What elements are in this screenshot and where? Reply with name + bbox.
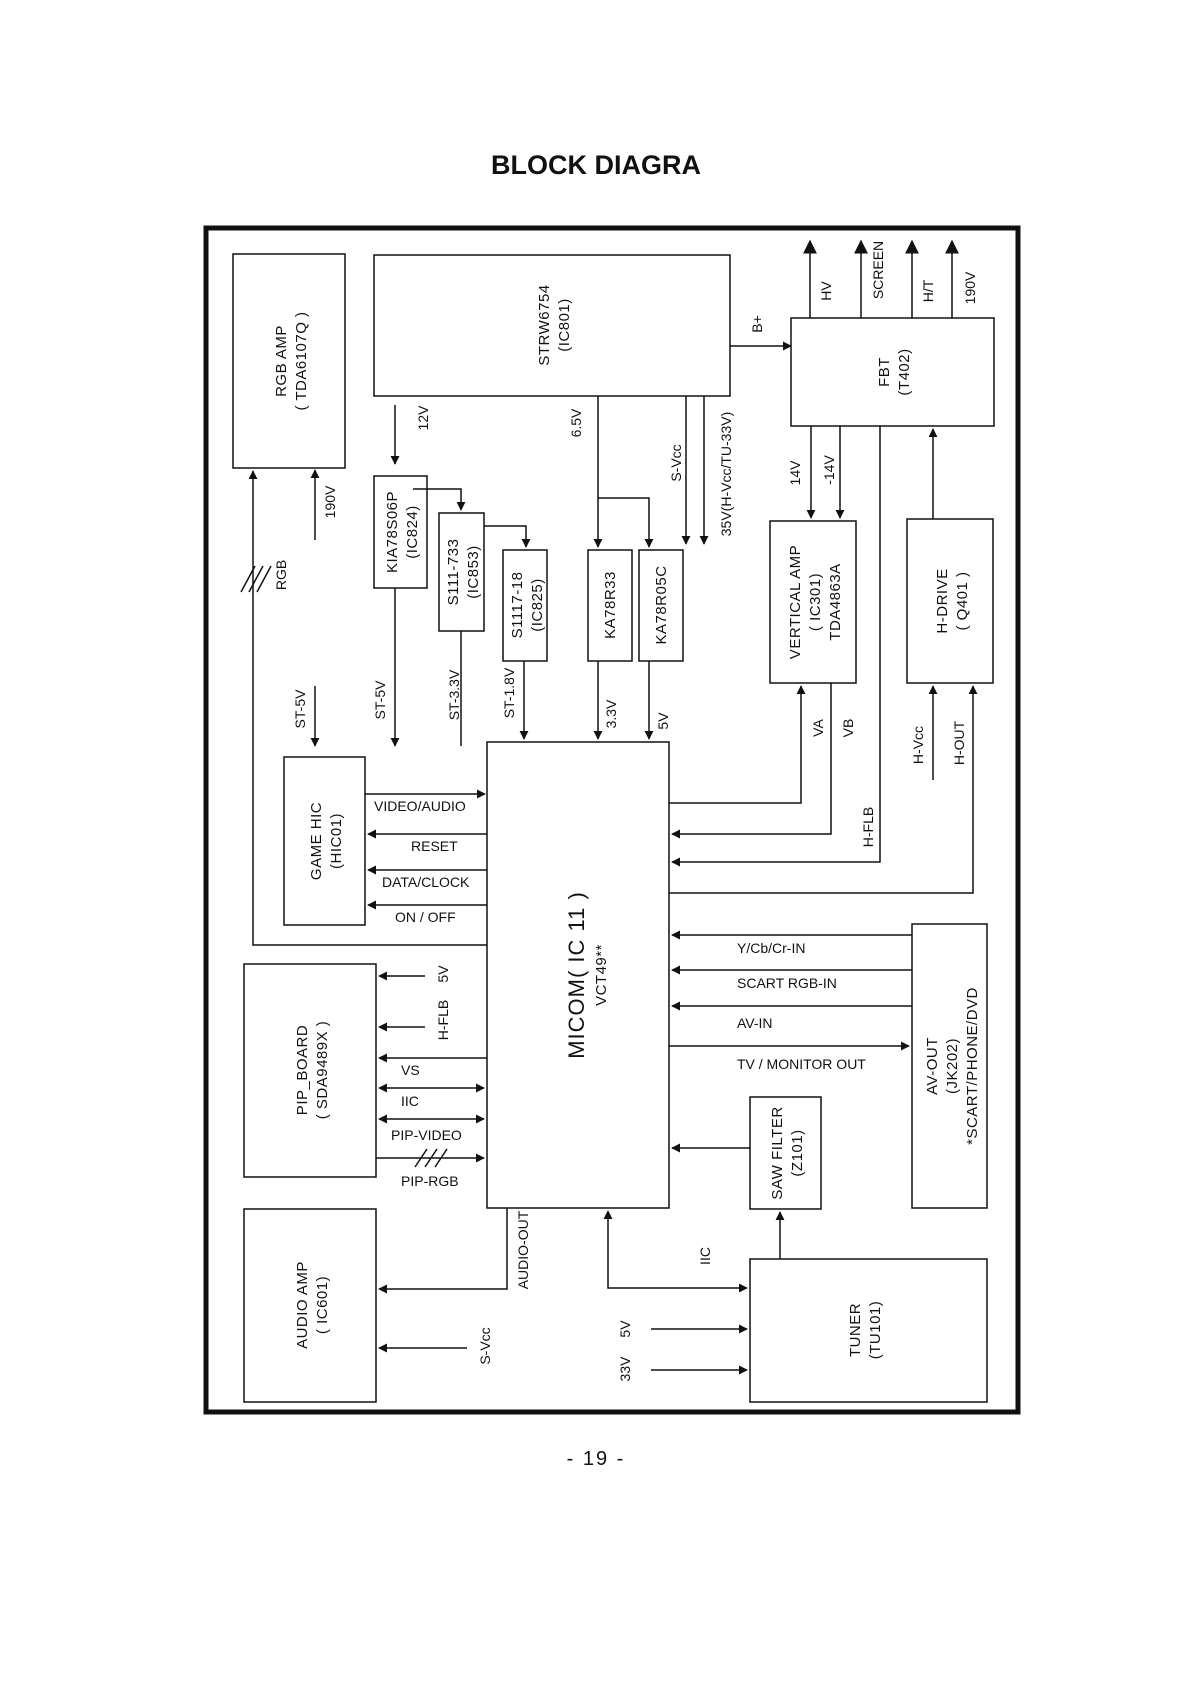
micom-block (486, 741, 670, 1209)
h-flb-label: H-FLB (860, 807, 876, 847)
kia78s06p-block (373, 475, 428, 589)
screen-label: SCREEN (870, 241, 886, 299)
st-5v-label: ST-5V (372, 680, 388, 720)
6-5v-label: 6.5V (568, 408, 584, 437)
hv-label: HV (818, 281, 834, 301)
av-out-block (911, 923, 988, 1209)
diagram-frame (203, 225, 1021, 1415)
page-number: - 19 - (566, 1448, 626, 1470)
tuner-5v-label: 5V (617, 1320, 633, 1338)
12v-label: 12V (415, 405, 431, 431)
pip-h-flb-label: H-FLB (435, 1000, 451, 1040)
h-drive-block (906, 518, 994, 684)
saw-filter-block (749, 1096, 822, 1210)
ka78r05c-block (638, 549, 684, 662)
5v-label: 5V (655, 712, 671, 730)
pip-board-label: PIP_BOARD( SDA9489X ) (294, 1021, 331, 1120)
iic-pip-label: IIC (401, 1093, 419, 1109)
h-out-label: H-OUT (951, 720, 967, 765)
video-audio-label: VIDEO/AUDIO (374, 798, 466, 814)
vertical-amp-block (769, 520, 857, 684)
tuner-block (749, 1258, 988, 1403)
3-3v-label: 3.3V (603, 699, 619, 728)
tuner-label: TUNER(TU101) (847, 1301, 884, 1360)
h-drive-label: H-DRIVE( Q401 ) (934, 568, 971, 633)
s-vcc-bottom-label: S-Vcc (477, 1327, 493, 1364)
pip-rgb-label: PIP-RGB (401, 1173, 459, 1189)
ht-label: H/T (920, 279, 936, 302)
audio-out-label: AUDIO-OUT (515, 1210, 531, 1289)
reset-label: RESET (411, 838, 458, 854)
tuner-33v-label: 33V (617, 1356, 633, 1382)
ka78r05c-label: KA78R05C (653, 565, 670, 644)
game-hic-block (283, 756, 366, 926)
st-5v-game-label: ST-5V (292, 689, 308, 729)
strw6754-block (373, 254, 731, 397)
page-title: BLOCK DIAGRA (491, 150, 701, 180)
scart-rgb-in-label: SCART RGB-IN (737, 975, 837, 991)
ka78r33-label: KA78R33 (602, 571, 619, 639)
vs-label: VS (401, 1062, 420, 1078)
on-off-label: ON / OFF (395, 909, 456, 925)
rgb-label: RGB (273, 560, 289, 590)
audio-amp-label: AUDIO AMP( IC601) (294, 1261, 331, 1349)
pip-5v-label: 5V (435, 965, 451, 983)
ka78r33-block (587, 549, 633, 662)
tv-monitor-out-label: TV / MONITOR OUT (737, 1056, 866, 1072)
rgb-amp-block (232, 253, 346, 469)
ycbcr-in-label: Y/Cb/Cr-IN (737, 940, 805, 956)
saw-filter-label: SAW FILTER(Z101) (769, 1106, 806, 1199)
s111-733-label: S111-733(IC853) (445, 539, 482, 606)
micom-label: MICOM( IC 11 )VCT49** (564, 891, 610, 1059)
35v-label: 35V(H-Vcc/TU-33V) (718, 412, 734, 536)
audio-amp-block (243, 1208, 377, 1403)
av-in-label: AV-IN (737, 1015, 773, 1031)
s-vcc-top-label: S-Vcc (668, 444, 684, 481)
pip-video-label: PIP-VIDEO (391, 1127, 462, 1143)
st-3-3v-label: ST-3.3V (446, 669, 462, 720)
pip-board-block (243, 963, 377, 1178)
vb-label: VB (840, 719, 856, 738)
s1117-18-label: S1117-18(IC825) (509, 572, 546, 639)
neg-14v-label: -14V (821, 455, 837, 485)
strw6754-label: STRW6754(IC801) (536, 284, 573, 365)
rgb-amp-label: RGB AMP( TDA6107Q ) (273, 311, 310, 410)
h-vcc-label: H-Vcc (910, 726, 926, 764)
kia78s06p-label: KIA78S06P(IC824) (384, 491, 421, 573)
va-label: VA (810, 719, 826, 737)
game-hic-label: GAME HIC(HIC01) (308, 802, 345, 880)
190v-label: 190V (322, 485, 338, 518)
b-plus-label: B+ (749, 315, 765, 333)
fbt-label: FBT(T402) (876, 348, 913, 395)
st-1-8v-label: ST-1.8V (501, 667, 517, 718)
data-clock-label: DATA/CLOCK (382, 874, 470, 890)
s1117-18-block (502, 549, 548, 662)
iic-tuner-label: IIC (697, 1247, 713, 1265)
av-out-label: AV-OUT(JK202)*SCART/PHONE/DVD (924, 987, 981, 1145)
190v-top-label: 190V (962, 271, 978, 304)
vertical-amp-label: VERTICAL AMP( IC301)TDA4863A (787, 545, 844, 659)
14v-label: 14V (787, 460, 803, 486)
fbt-block (790, 317, 995, 427)
